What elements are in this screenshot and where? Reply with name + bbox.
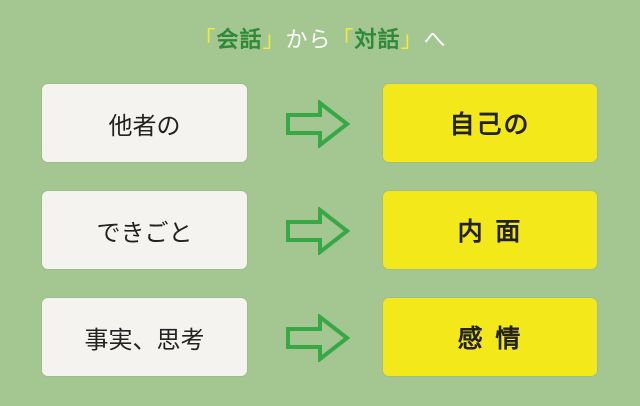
- title-keyword-kaiwa: 会話: [216, 28, 263, 53]
- target-box: 感 情: [383, 298, 597, 376]
- source-box: 他者の: [42, 84, 247, 162]
- source-box: できごと: [42, 191, 247, 269]
- target-box: 自己の: [383, 84, 597, 162]
- title-bracket-close: 」: [262, 28, 286, 53]
- hollow-right-arrow-icon: [286, 207, 350, 255]
- source-box: 事実、思考: [42, 298, 247, 376]
- title-particle: から: [285, 28, 332, 53]
- mapping-row-2: できごと 内 面: [0, 191, 640, 271]
- mapping-row-1: 他者の 自己の: [0, 84, 640, 164]
- title-bracket-open: 「: [193, 28, 217, 53]
- title-bracket-open: 「: [331, 28, 355, 53]
- mapping-row-3: 事実、思考 感 情: [0, 298, 640, 378]
- title-keyword-taiwa: 対話: [354, 28, 401, 53]
- title-bracket-close: 」: [400, 28, 424, 53]
- title-particle-end: へ: [423, 28, 447, 53]
- hollow-right-arrow-icon: [286, 314, 350, 362]
- hollow-right-arrow-icon: [286, 100, 350, 148]
- target-box: 内 面: [383, 191, 597, 269]
- diagram-title: 「会話」から「対話」へ: [0, 22, 640, 54]
